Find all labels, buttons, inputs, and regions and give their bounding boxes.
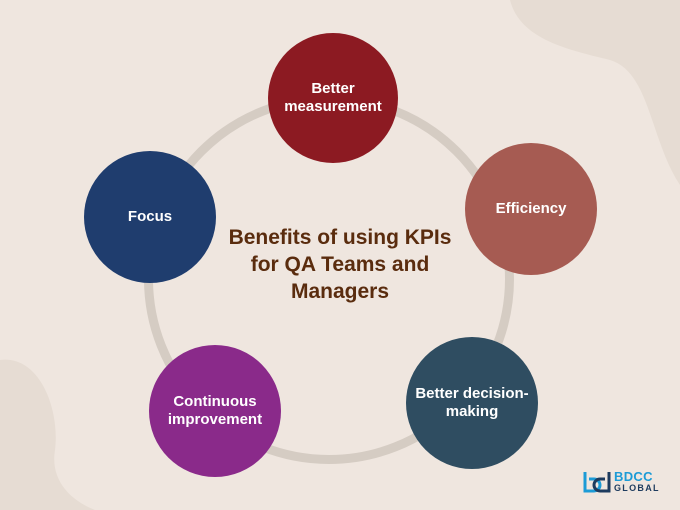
bdcc-global-logo: BDCC GLOBAL <box>583 470 660 494</box>
background-blob-bottom-left <box>0 359 95 510</box>
node-label: Focus <box>127 208 173 225</box>
node-continuous-improvement: Continuous improvement <box>149 345 281 477</box>
node-better-decision-making: Better decision-making <box>406 337 538 469</box>
node-label: Better measurement <box>284 80 382 115</box>
background-blob-top-right <box>510 0 680 185</box>
node-label: Continuous improvement <box>167 393 263 428</box>
node-label: Better decision-making <box>415 385 529 420</box>
logo-text-line1: BDCC <box>614 468 653 484</box>
diagram-title: Benefits of using KPIs for QA Teams and … <box>228 226 452 303</box>
node-label: Efficiency <box>495 200 567 217</box>
logo-text-line2: GLOBAL <box>614 482 660 493</box>
bd-logo-icon <box>583 472 611 493</box>
node-focus: Focus <box>84 151 216 283</box>
node-efficiency: Efficiency <box>465 143 597 275</box>
node-better-measurement: Better measurement <box>268 33 398 163</box>
